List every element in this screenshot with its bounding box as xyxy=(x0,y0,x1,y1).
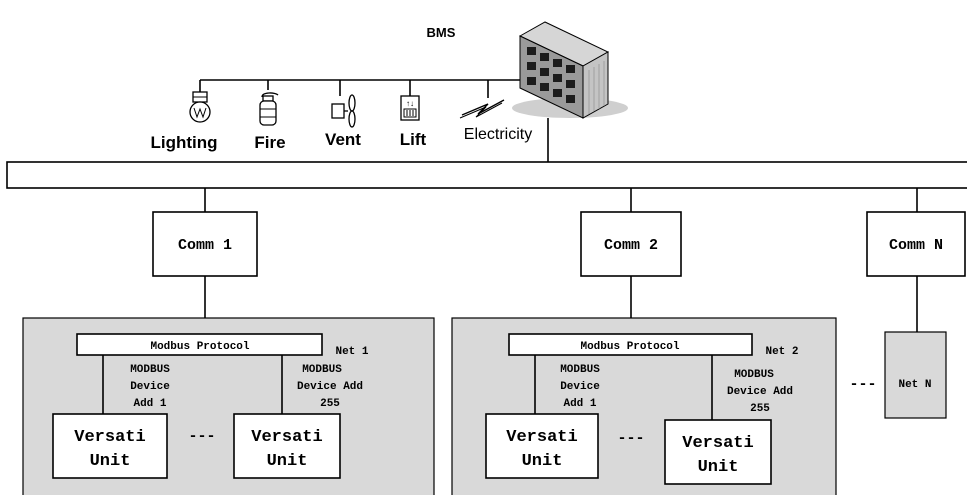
lift-icon: ↑↓ xyxy=(400,95,420,121)
lightning-icon xyxy=(459,99,505,119)
versati-unit-label-line1: Versati xyxy=(506,428,577,447)
net-1-panel: Modbus Protocol Net 1 MODBUS Device Add … xyxy=(22,317,435,495)
modbus-address-first-line1: MODBUS xyxy=(560,364,600,376)
units-ellipsis: --- xyxy=(188,428,215,445)
versati-unit-label-line2: Unit xyxy=(267,452,308,471)
modbus-address-last-line3: 255 xyxy=(750,403,770,415)
subsystem-label-electricity: Electricity xyxy=(464,126,532,143)
modbus-address-first-line2: Device xyxy=(560,381,600,393)
modbus-protocol-bar-2 xyxy=(508,333,753,356)
subsystem-label-lighting: Lighting xyxy=(150,133,217,152)
svg-text:↑↓: ↑↓ xyxy=(406,99,414,108)
subsystem-label-fire: Fire xyxy=(254,133,285,152)
building-icon xyxy=(512,21,628,119)
net-n-box xyxy=(884,331,947,419)
bms-title: BMS xyxy=(427,25,456,40)
comm-1-box xyxy=(152,211,258,277)
modbus-protocol-bar-1 xyxy=(76,333,323,356)
modbus-address-last-line3: 255 xyxy=(320,398,340,410)
net-1-label: Net 1 xyxy=(335,346,368,358)
versati-unit-label-line2: Unit xyxy=(698,458,739,477)
subsystem-label-lift: Lift xyxy=(400,130,427,149)
net-n-ellipsis: --- xyxy=(849,376,876,393)
modbus-address-first-line1: MODBUS xyxy=(130,364,170,376)
light-bulb-icon xyxy=(189,91,211,123)
modbus-address-first-line2: Device xyxy=(130,381,170,393)
versati-unit-label-line1: Versati xyxy=(74,428,145,447)
versati-unit-label-line1: Versati xyxy=(682,434,753,453)
versati-unit-label-line2: Unit xyxy=(90,452,131,471)
comm-1-label: Comm 1 xyxy=(178,237,232,254)
units-ellipsis: --- xyxy=(617,430,644,447)
comm-2-box xyxy=(580,211,682,277)
versati-unit-label-line1: Versati xyxy=(251,428,322,447)
main-network-bus xyxy=(6,161,967,189)
subsystem-label-vent: Vent xyxy=(325,130,361,149)
fire-extinguisher-icon xyxy=(259,92,279,126)
net-n-label: Net N xyxy=(898,379,931,391)
net-2-panel: Modbus Protocol Net 2 MODBUS Device Add … xyxy=(451,317,837,495)
modbus-address-last-line1: MODBUS xyxy=(734,369,774,381)
comm-2-label: Comm 2 xyxy=(604,237,658,254)
fan-icon xyxy=(331,94,356,128)
modbus-address-first-line3: Add 1 xyxy=(133,398,166,410)
modbus-protocol-label-1: Modbus Protocol xyxy=(150,341,249,353)
modbus-address-last-line1: MODBUS xyxy=(302,364,342,376)
versati-unit-2b xyxy=(664,419,772,485)
comm-n-label: Comm N xyxy=(889,237,943,254)
versati-unit-label-line2: Unit xyxy=(522,452,563,471)
comm-n-box xyxy=(866,211,966,277)
modbus-address-last-line2: Device Add xyxy=(297,381,363,393)
modbus-address-first-line3: Add 1 xyxy=(563,398,596,410)
net-2-label: Net 2 xyxy=(765,346,798,358)
versati-unit-2a xyxy=(485,413,599,479)
modbus-protocol-label-2: Modbus Protocol xyxy=(580,341,679,353)
modbus-address-last-line2: Device Add xyxy=(727,386,793,398)
versati-unit-1a xyxy=(52,413,168,479)
versati-unit-1b xyxy=(233,413,341,479)
